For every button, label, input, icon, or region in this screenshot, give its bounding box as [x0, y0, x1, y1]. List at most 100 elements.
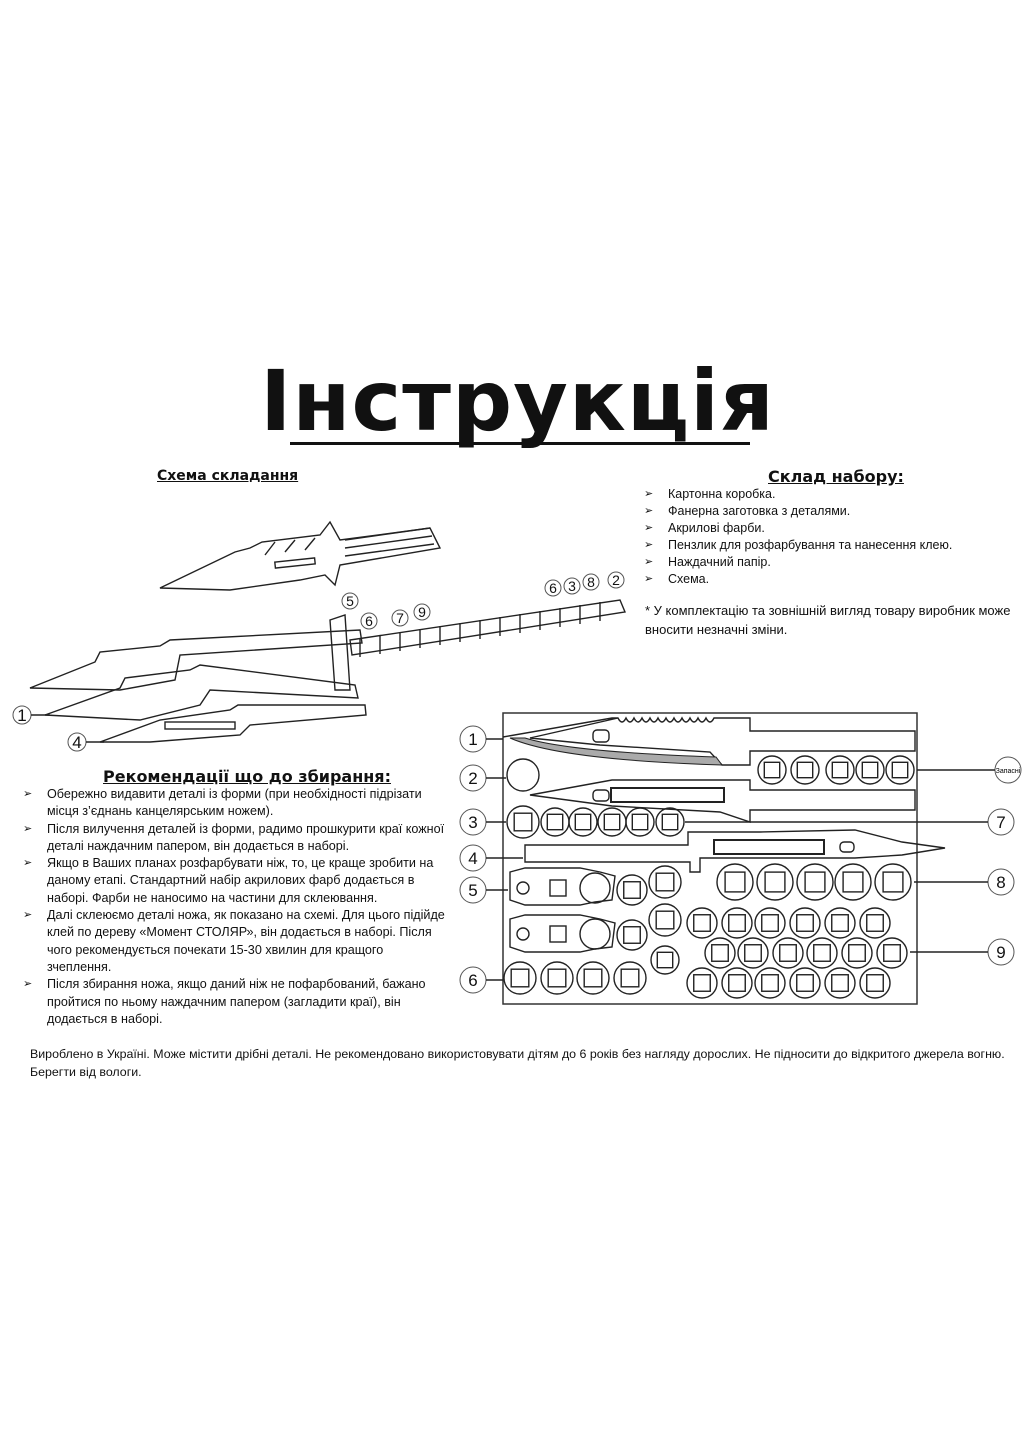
- arrow-bullet-icon: ➢: [644, 556, 654, 568]
- part-circles: [503, 755, 915, 999]
- svg-text:4: 4: [72, 733, 81, 752]
- page-title: Інструкція: [260, 352, 775, 450]
- svg-text:5: 5: [468, 881, 477, 900]
- round-part: [796, 863, 834, 901]
- square-hole: [763, 761, 781, 779]
- washer-part: [859, 907, 891, 939]
- callout-4: 4: [459, 844, 523, 872]
- plywood-sheet-diagram: [502, 712, 946, 1005]
- kit-contents-list: ➢Картонна коробка. ➢Фанерна заготовка з …: [644, 486, 952, 588]
- arrow-bullet-icon: ➢: [644, 573, 654, 585]
- svg-text:7: 7: [996, 813, 1005, 832]
- round-part: [540, 961, 574, 995]
- washer-part: [686, 907, 718, 939]
- square-hole: [724, 871, 746, 893]
- square-hole: [842, 871, 864, 893]
- square-hole: [883, 944, 901, 962]
- svg-text:6: 6: [365, 613, 373, 629]
- svg-text:2: 2: [612, 572, 620, 588]
- square-hole: [574, 813, 592, 831]
- washer-part: [737, 937, 769, 969]
- kit-contents-heading: Склад набору:: [768, 467, 904, 486]
- washer-part: [754, 907, 786, 939]
- washer-part: [704, 937, 736, 969]
- list-item: ➢Схема.: [644, 572, 710, 586]
- square-hole: [620, 968, 640, 988]
- washer-part: [772, 937, 804, 969]
- washer-part: [855, 755, 885, 785]
- square-hole: [693, 974, 711, 992]
- square-hole: [656, 951, 674, 969]
- svg-text:3: 3: [568, 578, 576, 594]
- arrow-bullet-icon: ➢: [644, 522, 654, 534]
- sheet-callouts: 1 2 3 4 5 6 7 8 9 Запасні: [459, 725, 1022, 994]
- square-hole: [728, 914, 746, 932]
- square-hole: [761, 914, 779, 932]
- square-hole: [583, 968, 603, 988]
- square-hole: [546, 813, 564, 831]
- square-hole: [764, 871, 786, 893]
- svg-text:4: 4: [468, 849, 477, 868]
- svg-text:3: 3: [468, 813, 477, 832]
- square-hole: [861, 761, 879, 779]
- washer-part: [721, 967, 753, 999]
- washer-part: [825, 755, 855, 785]
- callout-9: 9: [910, 938, 1015, 966]
- callout-7: 7: [685, 808, 1015, 836]
- svg-text:9: 9: [418, 604, 426, 620]
- svg-text:6: 6: [468, 971, 477, 990]
- svg-text:Запасні: Запасні: [996, 767, 1021, 775]
- washer-part: [876, 937, 908, 969]
- washer-part: [859, 967, 891, 999]
- arrow-bullet-icon: ➢: [644, 539, 654, 551]
- square-hole: [655, 872, 675, 892]
- round-part: [616, 874, 648, 906]
- round-part: [716, 863, 754, 901]
- list-item: ➢Обережно видавити деталі із форми (при …: [23, 787, 422, 819]
- square-hole: [655, 910, 675, 930]
- round-part: [506, 805, 540, 839]
- list-item: ➢Фанерна заготовка з деталями.: [644, 504, 851, 518]
- square-hole: [882, 871, 904, 893]
- square-hole: [848, 944, 866, 962]
- svg-text:8: 8: [587, 574, 595, 590]
- svg-text:5: 5: [346, 593, 354, 609]
- round-part: [568, 807, 598, 837]
- square-hole: [866, 974, 884, 992]
- title-underline: [290, 442, 750, 445]
- round-part: [625, 807, 655, 837]
- square-hole: [796, 761, 814, 779]
- assembly-scheme-heading: Схема складання: [157, 468, 299, 484]
- round-part: [503, 961, 537, 995]
- list-item: ➢Картонна коробка.: [644, 487, 776, 501]
- assembly-illustration: 5 6 7 9 6 3 8 2 1 4: [12, 520, 626, 752]
- washer-part: [824, 907, 856, 939]
- round-part: [648, 903, 682, 937]
- assembled-knife: [159, 520, 442, 591]
- square-hole: [513, 812, 533, 832]
- arrow-bullet-icon: ➢: [23, 822, 33, 835]
- blade-layers: [29, 629, 367, 743]
- callout-1: 1: [459, 725, 503, 753]
- square-hole: [603, 813, 621, 831]
- square-hole: [831, 761, 849, 779]
- washer-part: [686, 967, 718, 999]
- square-hole: [796, 914, 814, 932]
- list-item: ➢Після вилучення деталей із форми, радим…: [23, 821, 445, 853]
- square-hole: [711, 944, 729, 962]
- square-hole: [831, 914, 849, 932]
- washer-part: [824, 967, 856, 999]
- list-item: ➢Наждачний папір.: [644, 555, 771, 569]
- arrow-bullet-icon: ➢: [23, 788, 33, 800]
- round-part: [597, 807, 627, 837]
- footer-warning: Вироблено в Україні. Може містити дрібні…: [30, 1047, 1005, 1079]
- square-hole: [813, 944, 831, 962]
- washer-part: [650, 945, 680, 975]
- washer-part: [806, 937, 838, 969]
- callout-6: 6: [459, 966, 503, 994]
- washer-part: [790, 755, 820, 785]
- washer-part: [721, 907, 753, 939]
- svg-text:1: 1: [468, 730, 477, 749]
- arrow-bullet-icon: ➢: [23, 857, 33, 870]
- square-hole: [761, 974, 779, 992]
